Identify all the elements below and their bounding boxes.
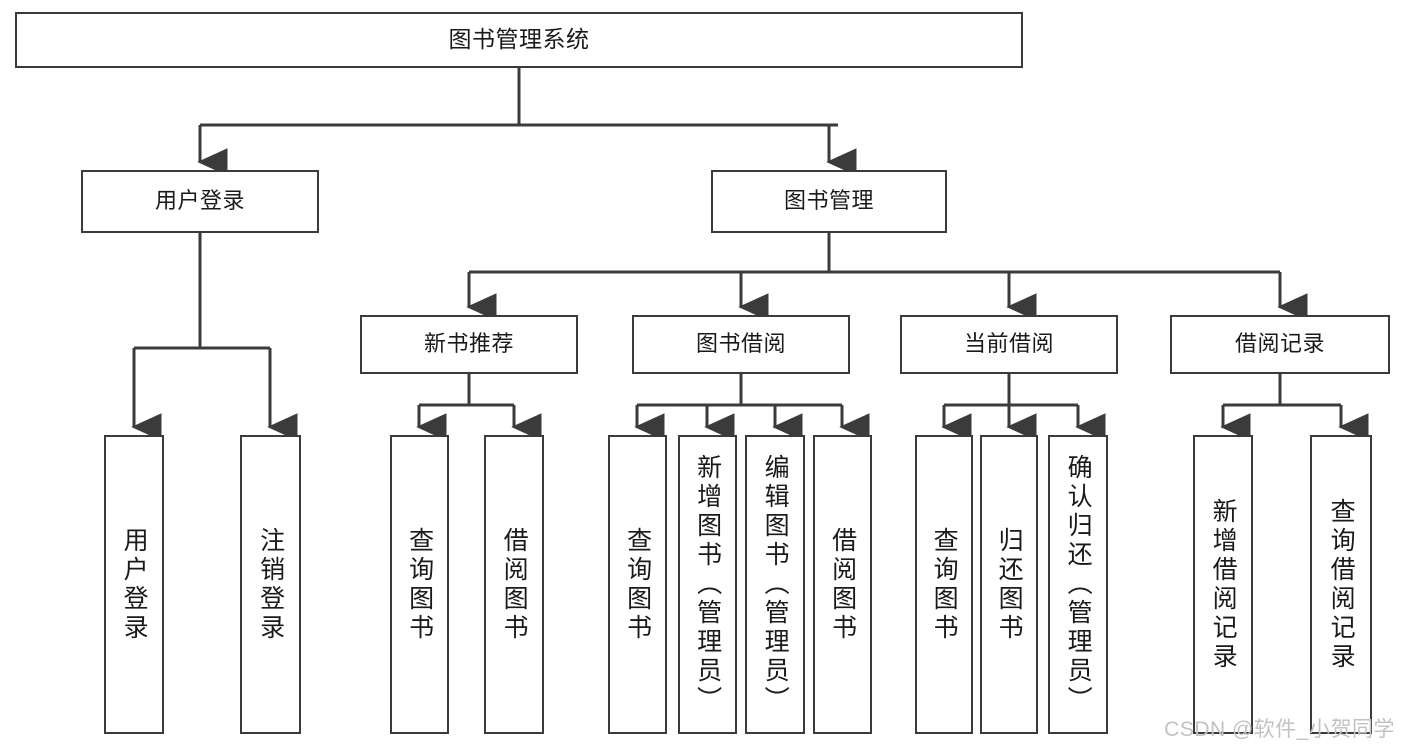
node-leaf-user-logout-label: 注销登录 [256, 526, 285, 643]
node-borrow-record[interactable]: 借阅记录 [1170, 315, 1390, 374]
node-leaf-confirm-return[interactable]: 确认归还（管理员） [1048, 435, 1108, 734]
node-current-borrow-label: 当前借阅 [963, 331, 1054, 357]
node-borrow-record-label: 借阅记录 [1234, 331, 1325, 357]
node-leaf-add-record[interactable]: 新增借阅记录 [1193, 435, 1253, 734]
node-leaf-borrow-book-2[interactable]: 借阅图书 [813, 435, 872, 734]
node-current-borrow[interactable]: 当前借阅 [900, 315, 1118, 374]
node-user-login[interactable]: 用户登录 [81, 170, 319, 233]
node-leaf-edit-book[interactable]: 编辑图书（管理员） [745, 435, 805, 734]
node-book-borrow-label: 图书借阅 [695, 331, 786, 357]
node-leaf-return-book[interactable]: 归还图书 [980, 435, 1038, 734]
node-leaf-query-record-label: 查询借阅记录 [1327, 497, 1356, 672]
node-leaf-query-book-1-label: 查询图书 [405, 526, 434, 643]
node-leaf-query-book-2[interactable]: 查询图书 [608, 435, 667, 734]
node-leaf-add-record-label: 新增借阅记录 [1209, 497, 1238, 672]
node-leaf-edit-book-label: 编辑图书（管理员） [761, 454, 790, 715]
node-leaf-query-book-3[interactable]: 查询图书 [915, 435, 973, 734]
node-book-manage[interactable]: 图书管理 [711, 170, 947, 233]
node-leaf-user-logout[interactable]: 注销登录 [240, 435, 301, 734]
node-leaf-confirm-return-label: 确认归还（管理员） [1064, 454, 1093, 715]
node-leaf-user-login-label: 用户登录 [120, 526, 149, 643]
node-leaf-borrow-book-2-label: 借阅图书 [828, 526, 857, 643]
node-root[interactable]: 图书管理系统 [15, 12, 1023, 68]
node-user-login-label: 用户登录 [154, 188, 245, 214]
node-leaf-query-book-1[interactable]: 查询图书 [390, 435, 449, 734]
node-book-borrow[interactable]: 图书借阅 [632, 315, 850, 374]
node-root-label: 图书管理系统 [448, 26, 590, 53]
node-leaf-borrow-book-1[interactable]: 借阅图书 [484, 435, 544, 734]
node-new-book-recommend[interactable]: 新书推荐 [360, 315, 578, 374]
node-leaf-user-login[interactable]: 用户登录 [104, 435, 164, 734]
node-leaf-query-record[interactable]: 查询借阅记录 [1310, 435, 1372, 734]
node-leaf-return-book-label: 归还图书 [995, 526, 1024, 643]
node-leaf-query-book-3-label: 查询图书 [930, 526, 959, 643]
node-new-book-recommend-label: 新书推荐 [423, 331, 514, 357]
node-leaf-add-book[interactable]: 新增图书（管理员） [678, 435, 737, 734]
node-book-manage-label: 图书管理 [783, 188, 874, 214]
node-leaf-add-book-label: 新增图书（管理员） [693, 454, 722, 715]
node-leaf-borrow-book-1-label: 借阅图书 [500, 526, 529, 643]
node-leaf-query-book-2-label: 查询图书 [623, 526, 652, 643]
